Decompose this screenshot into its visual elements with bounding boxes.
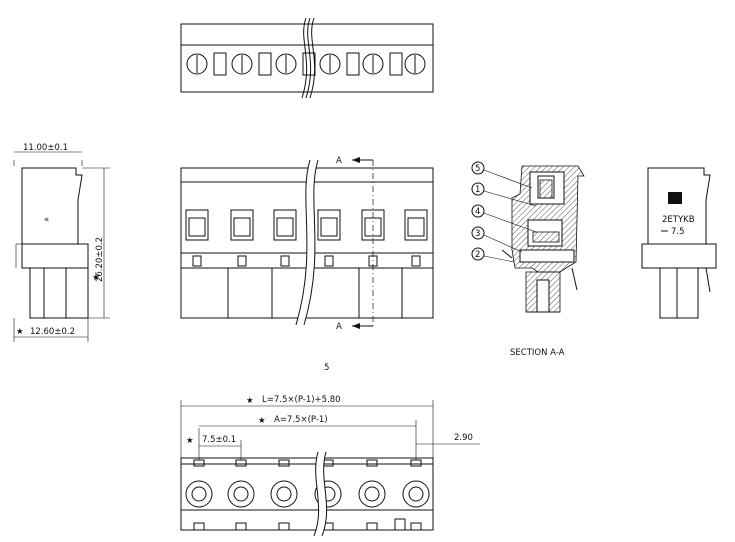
- callout-1: 1: [475, 185, 480, 195]
- brand-logo-icon: [668, 192, 682, 204]
- length-dimension: L=7.5×(P-1)+5.80: [262, 395, 341, 405]
- front-pins: [227, 268, 403, 318]
- section-marker-bottom: A: [336, 322, 342, 332]
- critical-star-icon: ★: [186, 436, 194, 446]
- pitch-dimension: 7.5±0.1: [202, 435, 236, 445]
- left-side-view: « 11.00±0.1 26.20±0.2 ★ ★ 12.60±0.2: [13, 143, 110, 342]
- a-dimension: A=7.5×(P-1): [274, 415, 328, 425]
- section-view: 5 1 4 3 2 SECTION A-A: [471, 161, 585, 358]
- offset-dimension: 2.90: [454, 433, 473, 443]
- brand-text: 2ETYKB: [662, 215, 695, 225]
- callout-3: 3: [475, 229, 480, 239]
- front-wire-openings: [185, 209, 428, 241]
- bottom-terminals: [185, 459, 430, 531]
- bottom-dimension: 12.60±0.2: [30, 327, 75, 337]
- side-mark: «: [44, 215, 49, 225]
- callout-4: 4: [475, 207, 480, 217]
- pitch-text: 7.5: [671, 227, 685, 237]
- front-view: A A 5: [180, 156, 434, 373]
- callout-2: 2: [475, 250, 480, 260]
- critical-star-icon: ★: [16, 327, 24, 337]
- pole-count-label: 5: [324, 363, 329, 373]
- top-view: [180, 17, 434, 99]
- critical-star-icon: ★: [246, 396, 254, 406]
- right-side-view: 2ETYKB 7.5: [641, 167, 717, 319]
- critical-star-icon: ★: [92, 273, 100, 283]
- width-dimension: 11.00±0.1: [23, 143, 68, 153]
- front-pin-slots: [192, 255, 421, 267]
- section-callouts: 5 1 4 3 2: [471, 161, 537, 263]
- section-title: SECTION A-A: [510, 348, 565, 358]
- callout-5: 5: [475, 164, 480, 174]
- bottom-view: ★ L=7.5×(P-1)+5.80 ★ A=7.5×(P-1) ★ 7.5±0…: [180, 395, 480, 538]
- height-dimension: 26.20±0.2: [95, 237, 105, 282]
- section-marker-top: A: [336, 156, 342, 166]
- critical-star-icon: ★: [258, 416, 266, 426]
